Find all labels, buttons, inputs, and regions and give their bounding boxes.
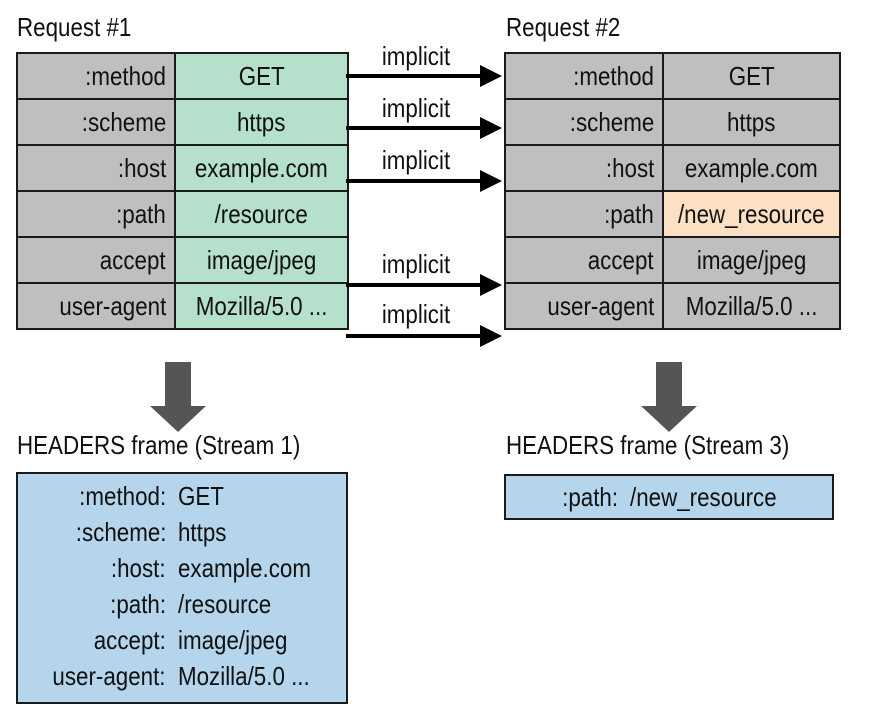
down-arrow-stream3	[641, 362, 697, 432]
header-key: :host	[117, 152, 166, 183]
frame1-title: HEADERS frame (Stream 1)	[17, 430, 301, 460]
header-key: user-agent	[547, 290, 654, 321]
implicit-arrow-user-agent	[346, 325, 502, 347]
implicit-label-host: implicit	[381, 145, 451, 175]
header-value: https	[727, 106, 776, 137]
header-key: :scheme	[569, 106, 654, 137]
header-value: /resource	[214, 198, 308, 229]
header-key: user-agent	[59, 290, 166, 321]
request2-table: :method GET :scheme https :host example.…	[504, 52, 841, 330]
request2-title: Request #2	[506, 12, 621, 42]
implicit-arrow-method	[346, 65, 502, 87]
header-value: https	[237, 106, 286, 137]
request1-title: Request #1	[17, 12, 132, 42]
request1-row-method: :method GET	[16, 52, 349, 100]
header-value: Mozilla/5.0 ...	[685, 290, 818, 321]
header-value: image/jpeg	[206, 244, 317, 275]
request1-row-user-agent: user-agent Mozilla/5.0 ...	[16, 282, 349, 330]
header-key: :method	[85, 60, 166, 91]
down-arrow-stream1	[150, 362, 206, 432]
frame1-row: accept: image/jpeg	[18, 622, 348, 658]
frame-key: user-agent:	[52, 661, 166, 691]
request2-row-path: :path /new_resource	[504, 190, 841, 238]
request1-table: :method GET :scheme https :host example.…	[16, 52, 349, 330]
frame1-row: :scheme: https	[18, 514, 348, 550]
header-value: example.com	[684, 152, 818, 183]
request2-row-method: :method GET	[504, 52, 841, 100]
frame-value: image/jpeg	[178, 625, 288, 655]
header-value: GET	[238, 60, 285, 91]
frame-key: :host:	[111, 553, 166, 583]
header-value: example.com	[194, 152, 328, 183]
implicit-label-scheme: implicit	[381, 93, 451, 123]
frame-key: :path:	[110, 589, 166, 619]
frame-value: https	[178, 517, 227, 547]
header-key: accept	[588, 244, 654, 275]
frame-key: accept:	[93, 625, 166, 655]
implicit-label-user-agent: implicit	[381, 299, 451, 329]
request2-row-host: :host example.com	[504, 144, 841, 192]
headers-frame-stream1: :method: GET :scheme: https :host: examp…	[16, 472, 348, 704]
request2-row-accept: accept image/jpeg	[504, 236, 841, 284]
header-key: :scheme	[81, 106, 166, 137]
header-value: GET	[728, 60, 775, 91]
frame-key: :path:	[562, 482, 618, 512]
header-key: :host	[605, 152, 654, 183]
frame2-title: HEADERS frame (Stream 3)	[506, 430, 790, 460]
frame1-row: :path: /resource	[18, 586, 348, 622]
frame-key: :scheme:	[75, 517, 166, 547]
implicit-arrow-scheme	[346, 117, 502, 139]
implicit-arrow-accept	[346, 274, 502, 296]
request2-row-scheme: :scheme https	[504, 98, 841, 146]
frame-value: GET	[178, 481, 224, 511]
header-key: accept	[100, 244, 166, 275]
implicit-arrow-host	[346, 170, 502, 192]
frame2-row: :path: /new_resource	[506, 479, 834, 515]
request1-row-path: :path /resource	[16, 190, 349, 238]
header-key: :method	[573, 60, 654, 91]
frame1-row: user-agent: Mozilla/5.0 ...	[18, 658, 348, 694]
request2-row-user-agent: user-agent Mozilla/5.0 ...	[504, 282, 841, 330]
frame1-row: :host: example.com	[18, 550, 348, 586]
frame1-row: :method: GET	[18, 478, 348, 514]
frame-value: example.com	[178, 553, 311, 583]
request1-row-scheme: :scheme https	[16, 98, 349, 146]
header-key: :path	[116, 198, 166, 229]
header-key: :path	[604, 198, 654, 229]
request1-row-host: :host example.com	[16, 144, 349, 192]
header-value: Mozilla/5.0 ...	[195, 290, 328, 321]
implicit-label-accept: implicit	[381, 249, 451, 279]
implicit-label-method: implicit	[381, 41, 451, 71]
frame-key: :method:	[78, 481, 166, 511]
frame-value: /resource	[178, 589, 272, 619]
frame-value: /new_resource	[630, 482, 777, 512]
request1-row-accept: accept image/jpeg	[16, 236, 349, 284]
header-value: image/jpeg	[696, 244, 806, 275]
headers-frame-stream3: :path: /new_resource	[504, 474, 834, 520]
frame-value: Mozilla/5.0 ...	[178, 661, 310, 691]
header-value: /new_resource	[677, 198, 825, 229]
